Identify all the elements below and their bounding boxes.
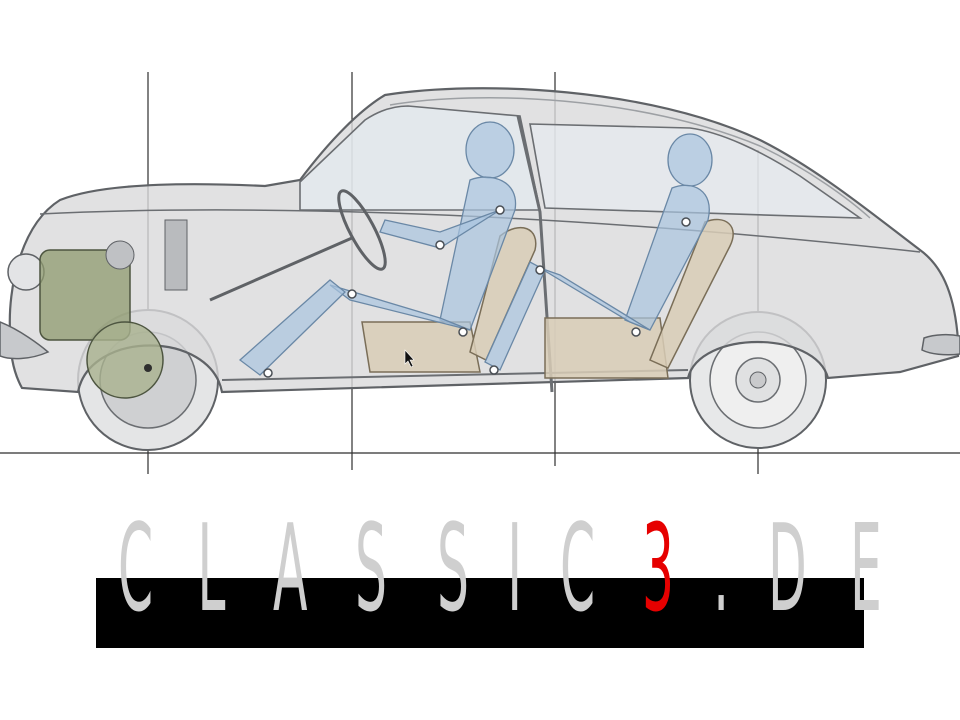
logo-letter: D [768,500,808,639]
logo-letter: S [354,500,387,639]
steering-wheel [209,189,387,302]
driver-figure [238,121,517,376]
logo-letter: S [436,500,469,639]
engine [39,219,188,399]
front-seat [361,226,537,373]
logo-letter: C [118,500,154,639]
logo-letter: 3 [642,500,675,639]
logo-letter: C [560,500,596,639]
car-cutaway-illustration [0,72,960,474]
mouse-cursor-icon [404,349,415,368]
logo-letter: E [850,500,883,639]
logo-bar [96,578,864,648]
driver-joints [263,205,505,378]
logo-letter: I [507,500,522,639]
passenger-joints [489,217,691,375]
logo-letter: L [197,500,226,639]
logo-letter: A [272,500,308,639]
logo-letter: . [713,500,730,639]
